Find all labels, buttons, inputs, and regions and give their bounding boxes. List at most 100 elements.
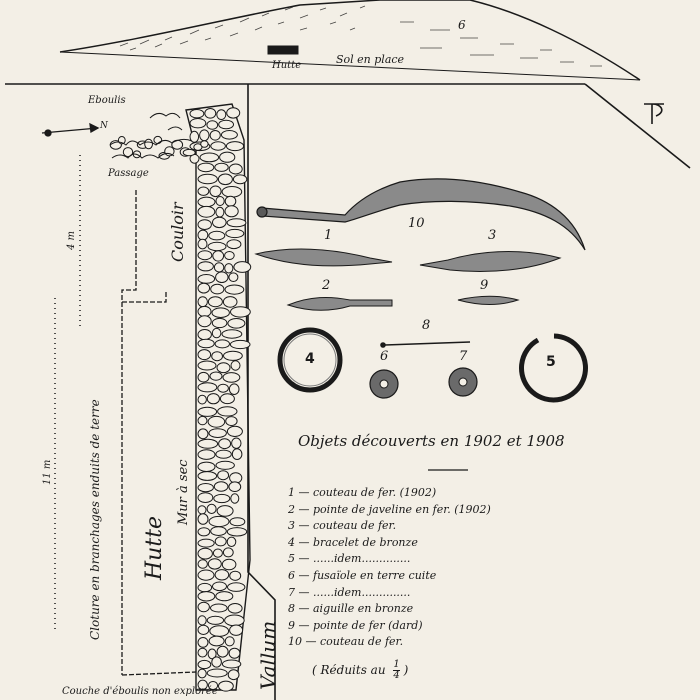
wall-stone	[217, 383, 229, 393]
wall-stone	[224, 205, 239, 218]
wall-stone	[207, 558, 222, 570]
wall-stone	[214, 339, 231, 349]
wall-stone	[197, 371, 210, 383]
boundary-lines	[5, 83, 691, 700]
section-profile	[59, 0, 641, 81]
wall-stone	[211, 656, 222, 668]
wall-stone	[197, 527, 211, 537]
wall-stone	[228, 647, 241, 659]
wall-stone	[224, 614, 245, 627]
wall-stone	[208, 428, 227, 439]
wall-stone	[189, 109, 205, 119]
wall-stone	[218, 680, 234, 692]
wall-stone	[212, 250, 225, 262]
wall-stone	[207, 415, 226, 428]
wall-stone	[227, 582, 246, 592]
wall-stone	[197, 196, 216, 208]
wall-stone	[226, 425, 243, 437]
label-sol-en-place: Sol en place	[336, 53, 405, 66]
wall-stone	[197, 483, 214, 493]
legend-item: 6 — fusaïole en terre cuite	[288, 568, 437, 582]
legend-item: 2 — pointe de javeline en fer. (1902)	[288, 502, 491, 516]
wall-stone	[197, 329, 212, 341]
wall-stone	[223, 350, 243, 361]
rubble-stone	[122, 147, 134, 158]
scale-denominator: 4	[393, 670, 400, 681]
monogram-mark	[644, 103, 664, 124]
wall-stone	[199, 152, 220, 163]
legend-item: 10 — couteau de fer.	[288, 635, 404, 649]
wall-stone	[225, 141, 245, 152]
wall-stone	[209, 371, 223, 381]
wall-stone	[228, 383, 240, 396]
wall-stone	[212, 548, 223, 558]
wall-stone	[207, 296, 223, 308]
wall-stone	[222, 547, 234, 558]
label-vallum: Vallum	[256, 620, 280, 690]
wall-stone	[209, 130, 221, 141]
wall-stone	[229, 624, 244, 636]
wall-stone	[215, 460, 235, 470]
artifacts-title: Objets découverts en 1902 et 1908	[298, 432, 565, 450]
artifact-label-7: 7	[459, 349, 468, 364]
rubble-stone	[200, 140, 209, 148]
wall-stone	[197, 538, 215, 548]
wall-stone	[214, 569, 230, 581]
wall-stone	[197, 394, 207, 405]
scale-text: ( Réduits au	[312, 663, 386, 677]
wall-stone	[197, 305, 212, 318]
rubble-stone	[182, 148, 196, 157]
wall-stone	[206, 615, 225, 625]
wall-stone	[227, 669, 240, 681]
artifact-8-needle	[380, 341, 471, 348]
north-arrow	[41, 122, 100, 137]
wall-stone	[209, 625, 230, 637]
wall-stone	[211, 307, 230, 319]
wall-stone	[226, 239, 242, 250]
artifact-label-2: 2	[322, 278, 331, 293]
wall-stone	[197, 282, 211, 294]
artifact-label-4: 4	[305, 351, 315, 367]
wall-stone	[230, 306, 251, 318]
wall-stone	[224, 251, 235, 260]
artifact-label-5: 5	[546, 354, 556, 370]
wall-stone	[228, 481, 242, 493]
wall-stone	[197, 461, 216, 472]
wall-stone	[197, 647, 208, 658]
wall-stone	[231, 448, 243, 461]
wall-stone	[227, 318, 246, 329]
wall-stone	[189, 118, 207, 129]
artifact-label-10: 10	[408, 216, 425, 231]
wall-stone	[197, 173, 218, 185]
scale-fraction: 1 4	[393, 660, 400, 681]
artifact-label-6: 6	[380, 349, 389, 364]
wall-stone	[213, 481, 229, 492]
legend-item: 1 — couteau de fer. (1902)	[288, 486, 437, 499]
wall-stone	[206, 503, 217, 514]
wall-stone	[212, 216, 227, 229]
wall-stone	[197, 415, 208, 426]
wall-stone	[197, 238, 208, 250]
wall-stone	[206, 393, 220, 405]
wall-stone	[214, 162, 229, 172]
legend-item: 8 — aiguille en bronze	[288, 602, 414, 616]
wall-stone	[222, 296, 238, 308]
wall-stone	[222, 372, 241, 383]
artifact-4-bracelet	[277, 327, 343, 393]
wall-stone	[221, 329, 243, 339]
wall-stone	[224, 636, 235, 647]
wall-stone	[216, 645, 229, 658]
wall-stone	[197, 205, 216, 218]
wall-stone	[221, 186, 243, 198]
wall-stone	[232, 174, 248, 185]
wall-stone	[199, 129, 210, 142]
wall-stone	[228, 272, 239, 283]
legend-item: 7 — ......idem..............	[288, 585, 411, 599]
wall-stone	[197, 229, 209, 241]
wall-stone	[212, 581, 227, 592]
artifact-3-knife	[419, 251, 562, 272]
label-eboulis: Eboulis	[88, 95, 126, 106]
artifact-9-dart	[457, 295, 520, 305]
wall-stone	[230, 360, 241, 371]
